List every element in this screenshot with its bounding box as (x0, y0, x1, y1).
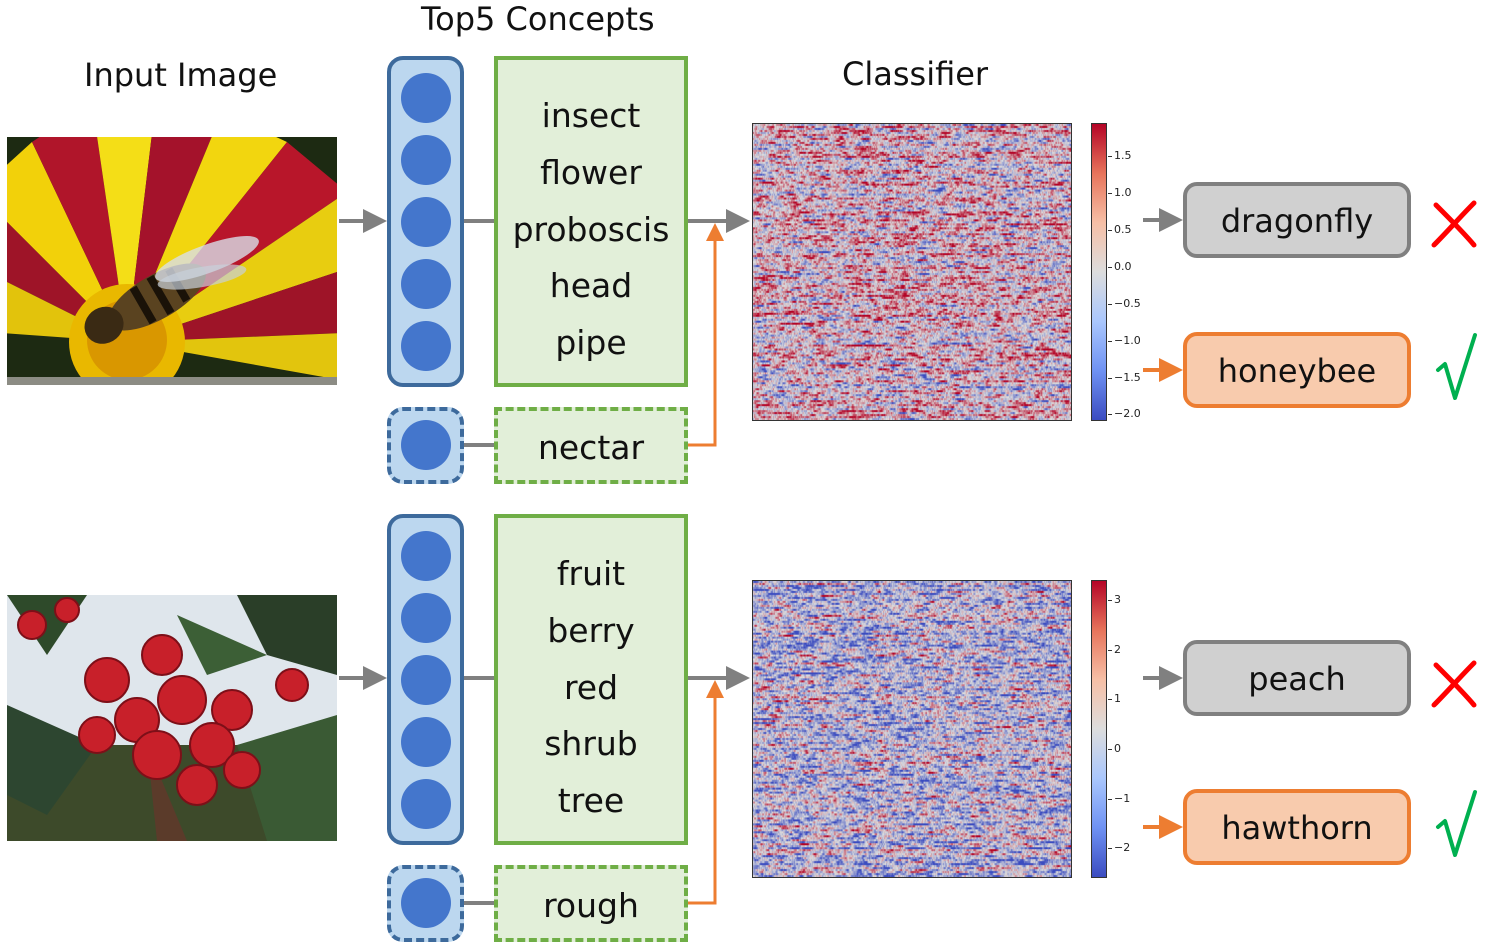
concept-node (400, 593, 451, 643)
wrong-prediction-box: peach (1183, 640, 1411, 716)
colorbar-tick: 1.0 (1108, 186, 1132, 199)
classifier-header: Classifier (842, 55, 989, 93)
concept-node (400, 321, 451, 371)
extra-concept-encoder (387, 407, 464, 484)
concept-node (400, 73, 451, 123)
colorbar-tick: 3 (1108, 593, 1121, 606)
colorbar (1091, 580, 1107, 878)
concept-node (400, 655, 451, 705)
honeybee-on-flower-photo-icon (7, 137, 337, 385)
colorbar-tick: −2 (1107, 841, 1131, 854)
concept-label: insect (541, 96, 641, 135)
concept-node (400, 135, 451, 185)
classifier-weight-heatmap (752, 580, 1072, 878)
colorbar-tick: −1.5 (1108, 371, 1141, 384)
cross-icon (1431, 200, 1477, 248)
correct-prediction-box: honeybee (1183, 332, 1411, 408)
concept-encoder-top5 (387, 56, 464, 387)
top5-concepts-header: Top5 Concepts (421, 0, 655, 38)
honeybee-flower-image (7, 137, 337, 385)
top5-concepts-box: fruit berry red shrub tree (494, 514, 688, 845)
colorbar-tick: 0.0 (1108, 260, 1132, 273)
colorbar-tick: −2.0 (1108, 407, 1141, 420)
colorbar-tick: 0.5 (1108, 223, 1132, 236)
wrong-prediction-box: dragonfly (1183, 182, 1411, 258)
correct-prediction-box: hawthorn (1183, 789, 1411, 865)
concept-label: berry (547, 611, 635, 650)
concept-label: shrub (544, 724, 638, 763)
concept-label: flower (540, 153, 642, 192)
concept-node (400, 531, 451, 581)
check-icon (1436, 333, 1477, 400)
extra-concept-label: rough (543, 886, 639, 925)
colorbar-tick: −1 (1107, 792, 1131, 805)
extra-concept-encoder (387, 865, 464, 942)
colorbar-tick: 0 (1108, 742, 1121, 755)
classifier-weight-heatmap (752, 123, 1072, 421)
colorbar-tick: 1 (1108, 692, 1121, 705)
concept-node (400, 259, 451, 309)
concept-node (400, 717, 451, 767)
concept-node (400, 878, 451, 928)
check-icon (1436, 790, 1477, 857)
concept-node (400, 779, 451, 829)
colorbar-tick: 2 (1108, 643, 1121, 656)
extra-concept-arrow (688, 680, 724, 905)
input-image-header: Input Image (84, 56, 278, 94)
concept-label: head (549, 266, 633, 305)
concept-node (400, 197, 451, 247)
cross-icon (1431, 660, 1477, 708)
concept-label: red (563, 668, 619, 707)
extra-concept-label: nectar (537, 428, 645, 467)
colorbar-tick: −1.0 (1108, 334, 1141, 347)
colorbar (1091, 123, 1107, 421)
concept-label: fruit (556, 554, 626, 593)
hawthorn-berries-image (7, 595, 337, 841)
extra-concept-box: nectar (494, 407, 688, 484)
hawthorn-berries-photo-icon (7, 595, 337, 841)
top5-concepts-box: insect flower proboscis head pipe (494, 56, 688, 387)
concept-encoder-top5 (387, 514, 464, 845)
colorbar-tick: 1.5 (1108, 149, 1132, 162)
concept-label: pipe (555, 323, 627, 362)
extra-concept-arrow (688, 223, 724, 447)
colorbar-tick: −0.5 (1108, 297, 1141, 310)
concept-node (400, 420, 451, 470)
concept-label: proboscis (512, 210, 670, 249)
extra-concept-box: rough (494, 865, 688, 942)
concept-label: tree (557, 781, 625, 820)
